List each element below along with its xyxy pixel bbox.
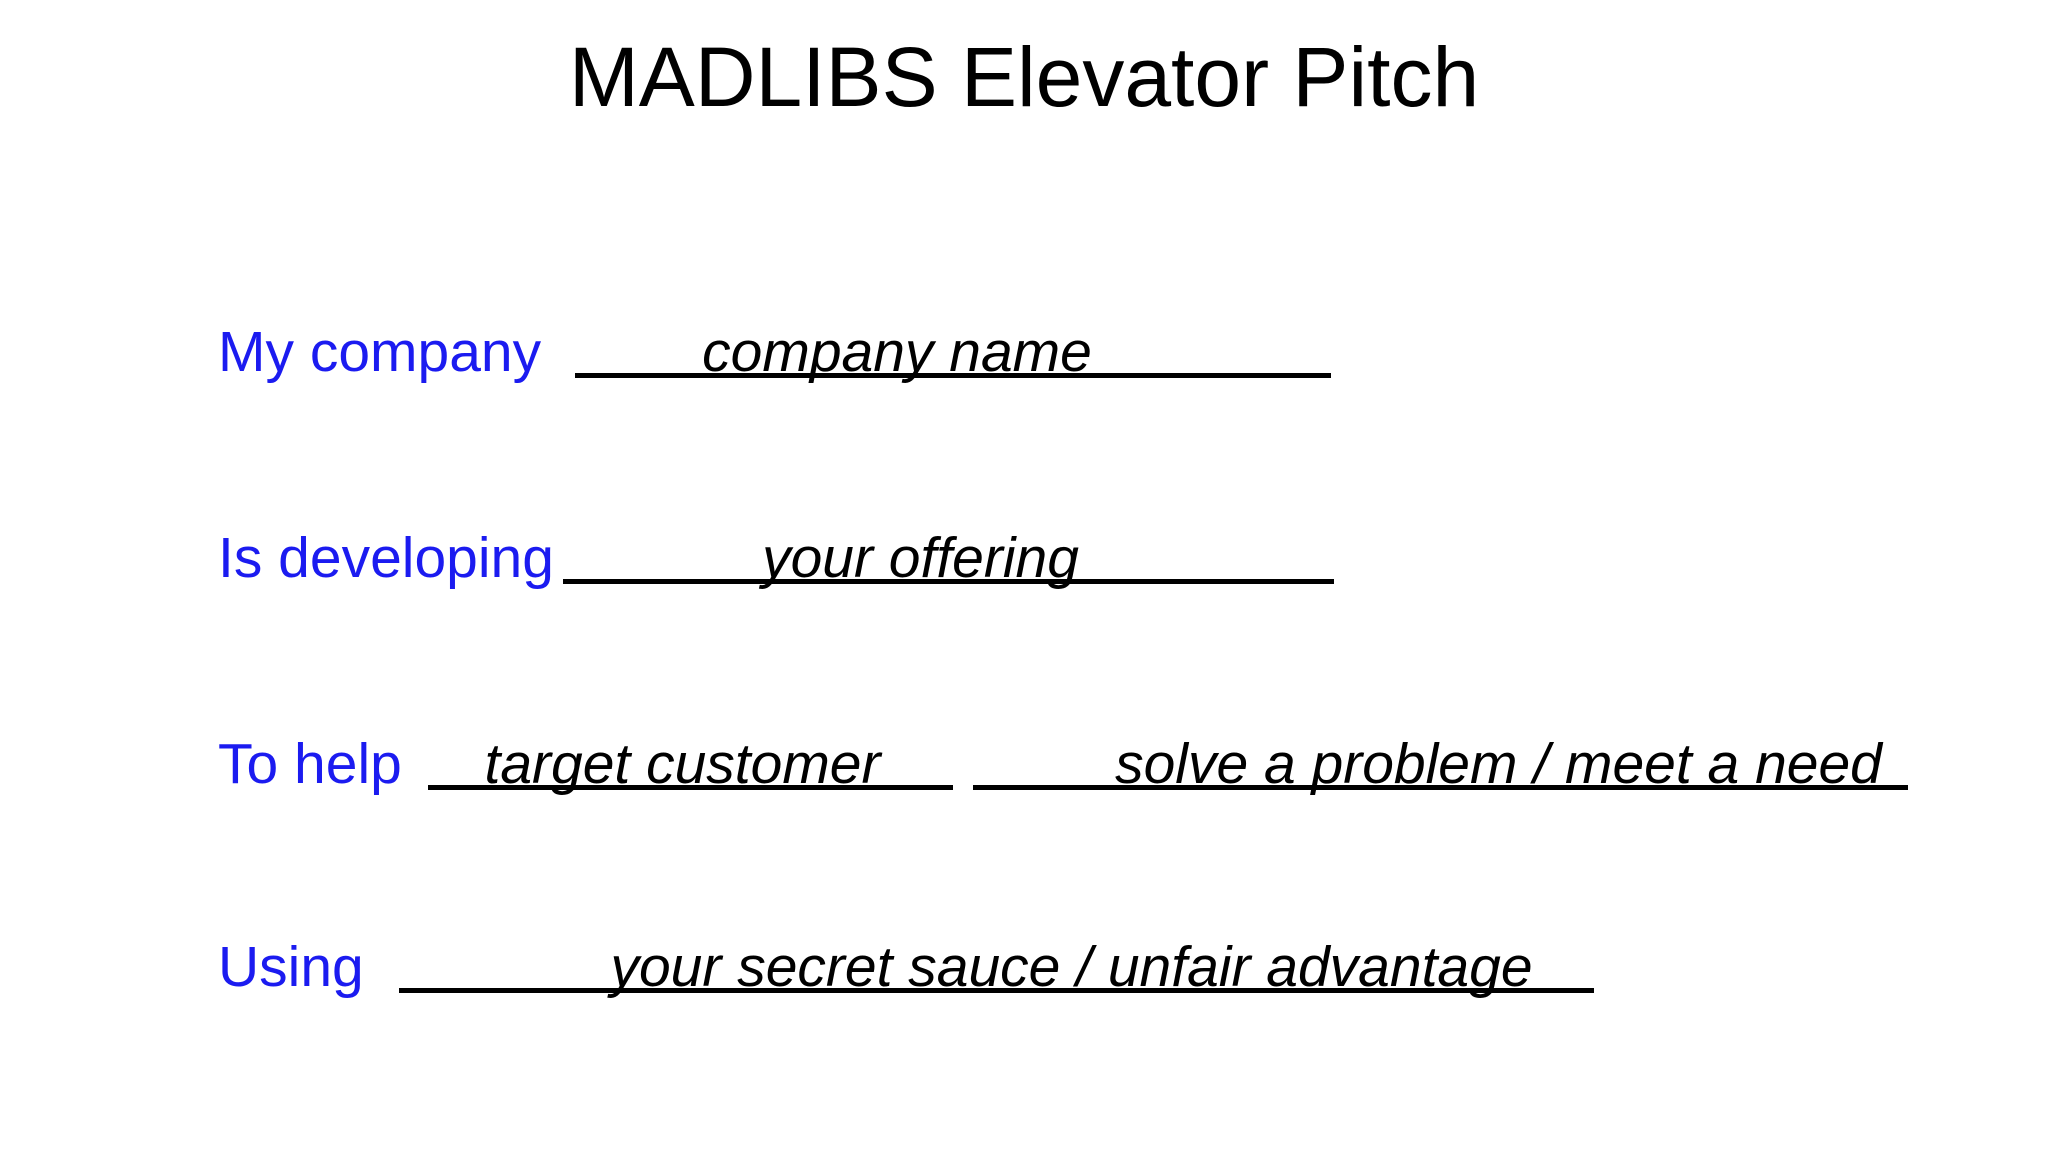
page-title: MADLIBS Elevator Pitch [568,30,1480,124]
blank-target-customer[interactable]: target customer [428,736,953,793]
row-label-to-help: To help [218,732,402,796]
blank-secret-sauce[interactable]: your secret sauce / unfair advantage [399,939,1594,996]
row-label-my-company: My company [218,320,542,384]
blank-solve-a-problem[interactable]: solve a problem / meet a need [973,736,1908,793]
blank-your-offering[interactable]: your offering [563,530,1334,587]
blank-company-name[interactable]: company name [575,324,1331,381]
row-label-using: Using [218,935,364,999]
row-label-is-developing: Is developing [218,526,554,590]
